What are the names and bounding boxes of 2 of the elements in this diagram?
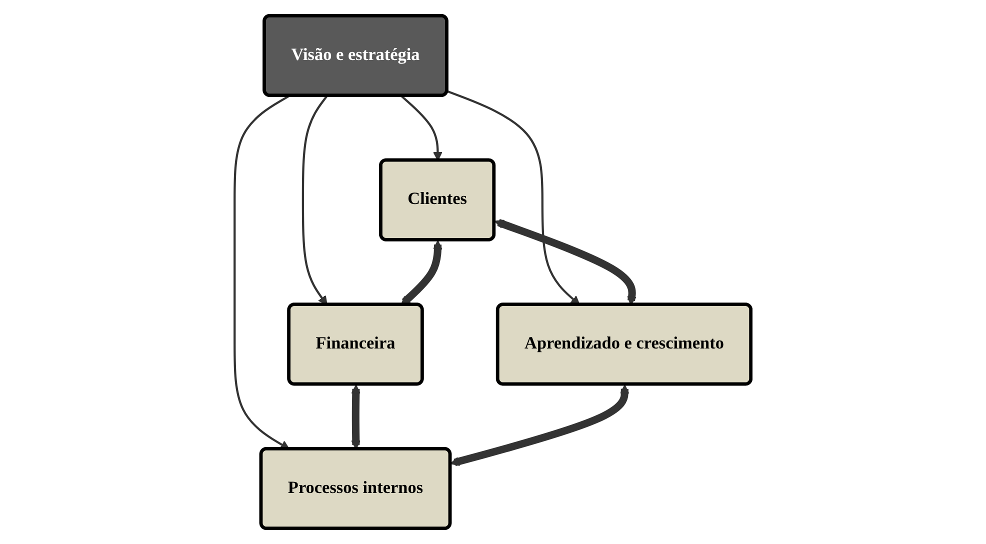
arrow [234,94,290,450]
arrow [450,384,630,466]
